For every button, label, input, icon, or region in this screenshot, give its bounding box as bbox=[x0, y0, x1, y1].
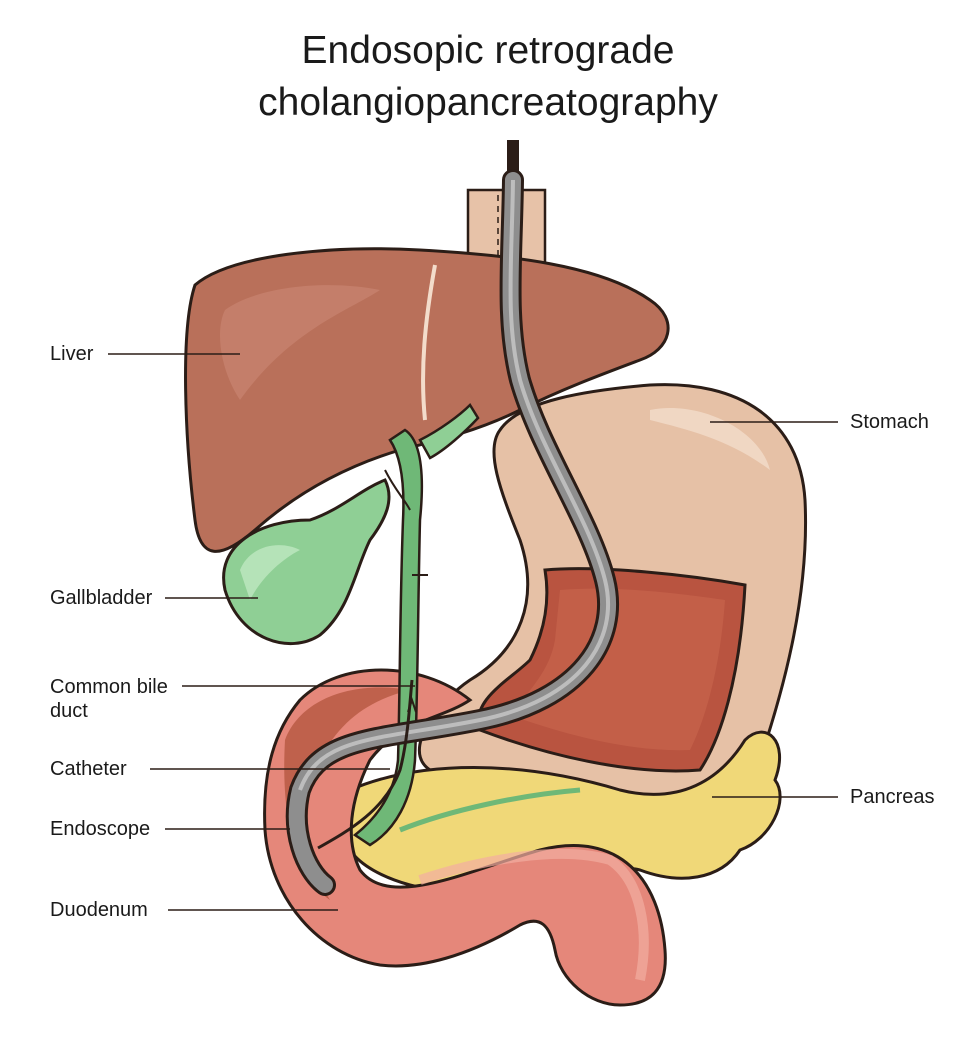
diagram-title-line-1: Endosopic retrograde bbox=[301, 29, 675, 72]
label-stomach: Stomach bbox=[850, 411, 929, 433]
catheter bbox=[317, 679, 417, 850]
endoscope bbox=[285, 140, 620, 896]
gallbladder bbox=[222, 478, 391, 645]
diagram-title-line-2: cholangiopancreatography bbox=[258, 81, 718, 124]
label-endoscope: Endoscope bbox=[50, 818, 151, 840]
label-catheter: Catheter bbox=[50, 758, 127, 780]
label-pancreas: Pancreas bbox=[850, 786, 935, 808]
label-common-bile-duct: Common bile duct bbox=[50, 676, 168, 722]
label-duodenum: Duodenum bbox=[50, 899, 148, 921]
leader-lines bbox=[108, 353, 838, 911]
label-liver: Liver bbox=[50, 343, 94, 365]
label-gallbladder: Gallbladder bbox=[50, 587, 153, 609]
